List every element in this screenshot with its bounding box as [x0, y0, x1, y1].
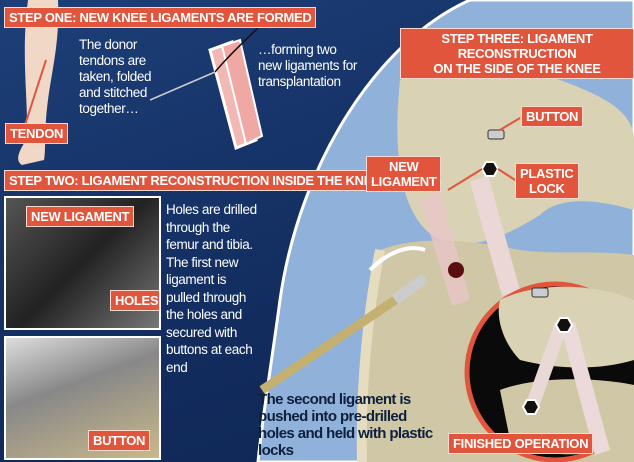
plastic-lock-line2: LOCK	[528, 181, 565, 196]
plastic-lock-line1: PLASTIC	[520, 166, 574, 181]
step-three-text: The second ligament is pushed into pre-d…	[258, 391, 433, 459]
button-label: BUTTON	[88, 430, 151, 451]
button-icon	[487, 129, 505, 140]
step-three-title-line2: ON THE SIDE OF THE KNEE	[433, 61, 601, 76]
step-three-title: STEP THREE: LIGAMENT RECONSTRUCTION ON T…	[400, 28, 634, 79]
ligament	[470, 175, 520, 296]
plastic-lock-icon	[480, 161, 500, 177]
plastic-lock-label: PLASTIC LOCK	[515, 163, 579, 199]
step-one-title: STEP ONE: NEW KNEE LIGAMENTS ARE FORMED	[4, 7, 317, 28]
step-three-title-line1: STEP THREE: LIGAMENT RECONSTRUCTION	[441, 31, 593, 61]
step-three-button-label: BUTTON	[521, 106, 584, 127]
step-two-title: STEP TWO: LIGAMENT RECONSTRUCTION INSIDE…	[4, 170, 386, 191]
step-two-photo-bottom: BUTTON	[4, 336, 161, 460]
step-two-photo-top: NEW LIGAMENT HOLES	[4, 196, 161, 330]
tendon-label: TENDON	[5, 123, 69, 144]
step-three-new-ligament-label: NEW LIGAMENT	[366, 156, 442, 192]
step-one-text-left: The donor tendons are taken, folded and …	[79, 37, 152, 116]
finished-operation-label: FINISHED OPERATION	[448, 433, 594, 454]
step-one-text-right: …forming two new ligaments for transplan…	[258, 42, 357, 89]
new-ligament-label: NEW LIGAMENT	[26, 206, 135, 227]
holes-label: HOLES	[110, 290, 159, 311]
step-two-text: Holes are drilled through the femur and …	[166, 202, 257, 375]
new-ligament-line1: NEW	[389, 159, 419, 174]
folded-tendons	[149, 27, 264, 151]
new-ligament-line2: LIGAMENT	[371, 174, 437, 189]
insertion-rod	[259, 286, 413, 394]
